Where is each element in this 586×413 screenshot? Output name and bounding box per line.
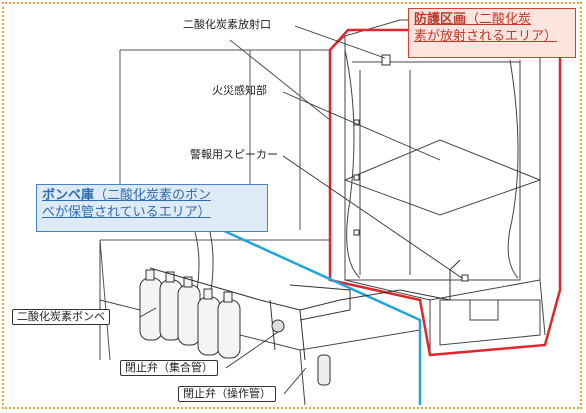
protected-room bbox=[343, 19, 546, 355]
label-valve-manifold: 閉止弁（集合管） bbox=[120, 360, 218, 376]
callout-protected-area-title: 防護区画 bbox=[414, 12, 467, 27]
room-devices bbox=[353, 54, 469, 282]
label-co2-cylinder: 二酸化炭素ボンベ bbox=[12, 309, 110, 325]
callout-cylinder-room-title: ボンベ庫 bbox=[42, 188, 95, 203]
callout-protected-area: 防護区画（二酸化炭 素が放射されるエリア） bbox=[408, 8, 576, 58]
callout-cylinder-room: ボンベ庫（二酸化炭素のボン べが保管されているエリア） bbox=[36, 184, 268, 232]
label-alarm-speaker: 警報用スピーカー bbox=[190, 148, 278, 161]
co2-cylinders bbox=[139, 269, 241, 359]
leader-lines bbox=[139, 25, 463, 395]
cylinder-room-outline bbox=[221, 228, 422, 405]
piping bbox=[149, 259, 461, 386]
callout-protected-area-line1: （二酸化炭 bbox=[466, 12, 532, 27]
label-valve-operation: 閉止弁（操作管） bbox=[178, 386, 276, 402]
callout-protected-area-line2: 素が放射されるエリア） bbox=[414, 29, 558, 44]
label-co2-nozzle: 二酸化炭素放射口 bbox=[183, 18, 271, 31]
callout-cylinder-room-line1: （二酸化炭素のボン bbox=[94, 188, 212, 203]
protected-area-outline bbox=[328, 28, 562, 357]
label-fire-detector: 火災感知部 bbox=[212, 84, 267, 97]
building-outline bbox=[99, 35, 346, 361]
callout-cylinder-room-line2: べが保管されているエリア） bbox=[42, 205, 211, 220]
